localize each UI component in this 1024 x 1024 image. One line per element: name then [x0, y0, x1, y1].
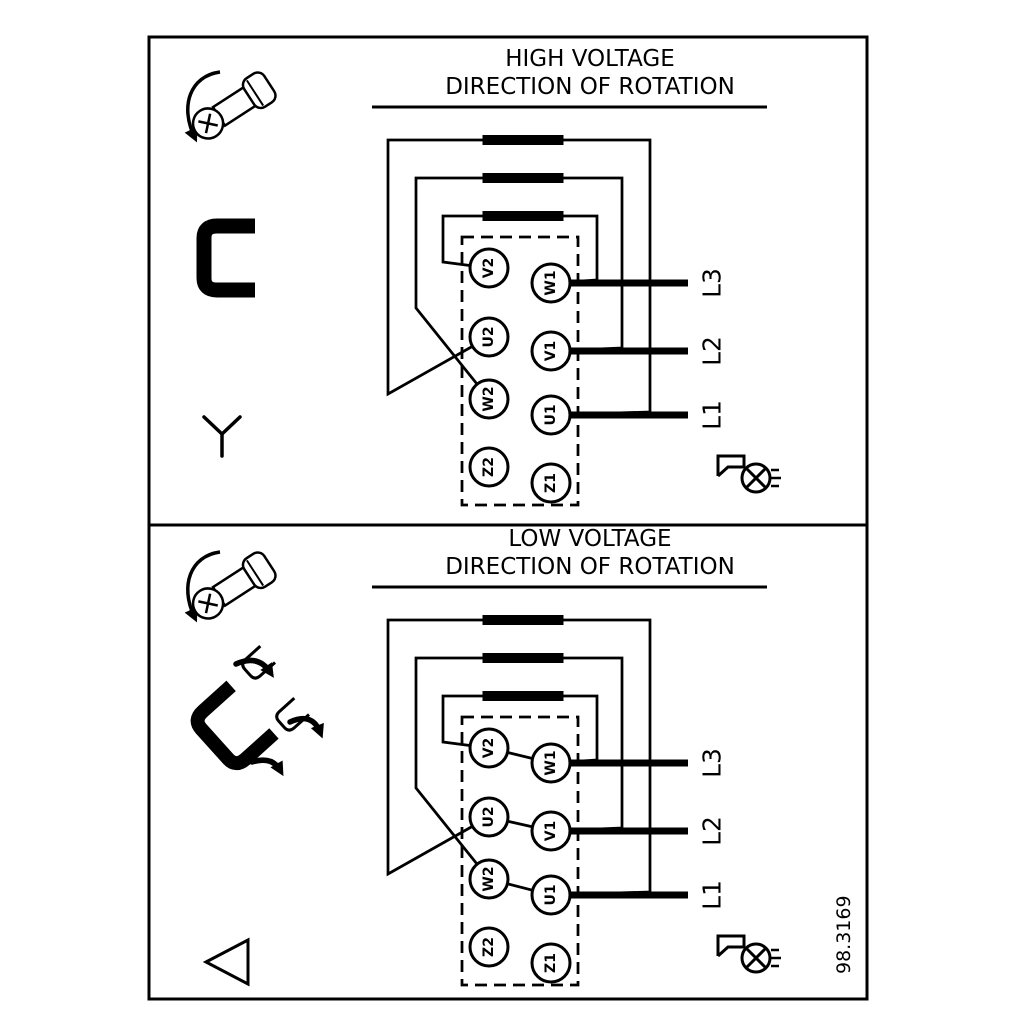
- svg-text:V2: V2: [481, 258, 497, 279]
- svg-text:Z1: Z1: [543, 473, 559, 493]
- supply-label-l1: L1: [698, 880, 727, 910]
- terminal-u2: U2: [468, 316, 510, 358]
- jumper-bars: [482, 615, 564, 701]
- terminal-z2: Z2: [468, 446, 510, 488]
- terminal-z2: Z2: [468, 926, 510, 968]
- screw-head: [241, 551, 277, 590]
- move-arrow-3: [249, 757, 284, 777]
- supply-label-l1: L1: [698, 400, 727, 430]
- supply-lines: L3 L2 L1: [551, 748, 727, 910]
- rotation-arrow: [184, 70, 221, 143]
- terminal-u1: U1: [530, 394, 572, 436]
- terminal-u1: U1: [530, 874, 572, 916]
- supply-label-l2: L2: [698, 336, 727, 366]
- jumper-reposition-icon: [190, 645, 324, 777]
- terminal-v2: V2: [468, 247, 510, 289]
- supply-label-l2: L2: [698, 816, 727, 846]
- svg-text:W1: W1: [543, 750, 559, 775]
- terminal-w2: W2: [468, 858, 510, 900]
- star-connection-symbol: [202, 415, 242, 458]
- panel-subtitle: DIRECTION OF ROTATION: [445, 554, 735, 580]
- svg-text:U1: U1: [543, 404, 559, 425]
- figure-number: 98.3169: [833, 895, 855, 974]
- jumper-bridge-icon: [196, 218, 255, 298]
- terminal-w1: W1: [530, 742, 572, 784]
- svg-text:Z2: Z2: [481, 937, 497, 957]
- svg-text:U1: U1: [543, 884, 559, 905]
- svg-text:V2: V2: [481, 738, 497, 759]
- panel-subtitle: DIRECTION OF ROTATION: [445, 74, 735, 100]
- svg-text:W2: W2: [481, 866, 497, 891]
- svg-text:U2: U2: [481, 806, 497, 827]
- terminal-v1: V1: [530, 330, 572, 372]
- terminal-v1: V1: [530, 810, 572, 852]
- svg-text:Z2: Z2: [481, 457, 497, 477]
- panel-high-voltage: HIGH VOLTAGE DIRECTION OF ROTATION: [184, 46, 781, 507]
- screw-rotation-icon: [184, 70, 277, 143]
- terminal-w2: W2: [468, 378, 510, 420]
- ground-screw-icon: [716, 934, 781, 974]
- screw-rotation-icon: [184, 550, 277, 623]
- terminal-z1: Z1: [530, 942, 572, 984]
- svg-text:W2: W2: [481, 386, 497, 411]
- terminal-z1: Z1: [530, 462, 572, 504]
- move-arrow-1: [233, 657, 274, 678]
- supply-lines: L3 L2 L1: [551, 268, 727, 430]
- supply-label-l3: L3: [698, 748, 727, 778]
- panel-low-voltage: LOW VOLTAGE DIRECTION OF ROTATION: [184, 526, 781, 987]
- outer-border: [147, 35, 869, 1001]
- svg-text:V1: V1: [543, 821, 559, 842]
- svg-text:Z1: Z1: [543, 953, 559, 973]
- jumper-bars: [482, 135, 564, 221]
- move-arrow-2: [287, 715, 324, 739]
- terminal-w1: W1: [530, 262, 572, 304]
- svg-text:V1: V1: [543, 341, 559, 362]
- terminal-v2: V2: [468, 727, 510, 769]
- svg-text:W1: W1: [543, 270, 559, 295]
- panel-title: HIGH VOLTAGE: [505, 46, 675, 72]
- delta-connection-symbol: [202, 937, 250, 987]
- supply-label-l3: L3: [698, 268, 727, 298]
- rotation-arrow: [184, 550, 221, 623]
- panel-title: LOW VOLTAGE: [508, 526, 671, 552]
- terminal-u2: U2: [468, 796, 510, 838]
- screw-head: [241, 71, 277, 110]
- svg-text:U2: U2: [481, 326, 497, 347]
- ground-screw-icon: [716, 454, 781, 494]
